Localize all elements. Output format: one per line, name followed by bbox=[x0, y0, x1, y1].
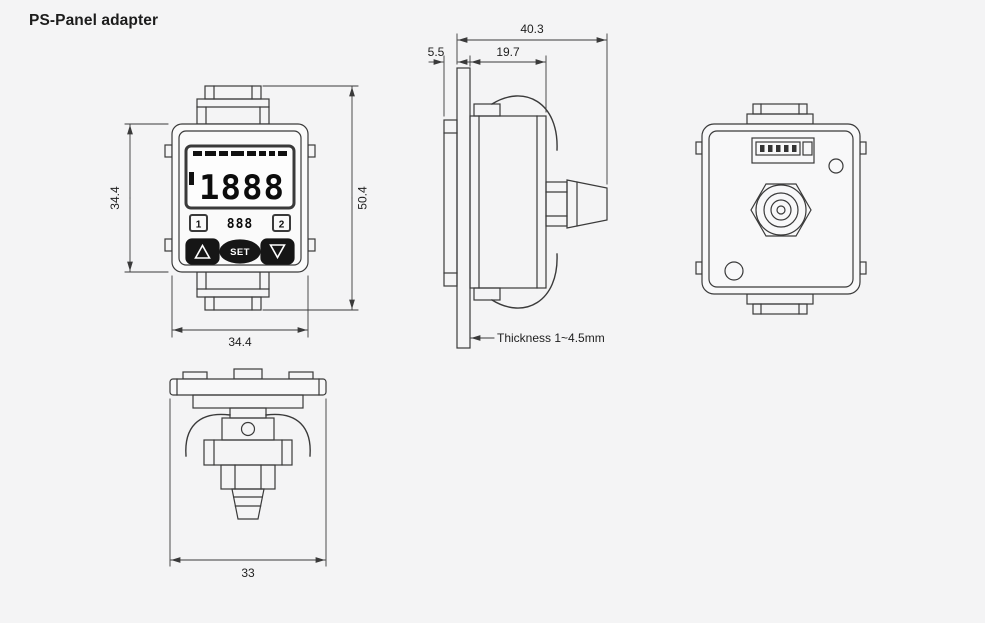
dim-rear-depth: 19.7 bbox=[496, 45, 520, 59]
clamp-screw bbox=[240, 421, 256, 437]
rear-pressure-port bbox=[750, 183, 812, 237]
bottom-flange bbox=[169, 378, 327, 396]
side-body-detail-lines bbox=[478, 115, 538, 289]
bottom-spring-clip bbox=[491, 253, 558, 309]
panel-plate bbox=[456, 67, 471, 349]
key-1-button[interactable] bbox=[189, 214, 208, 232]
sub-display-digits: 888 bbox=[227, 217, 253, 232]
port-stub-rings bbox=[233, 496, 263, 507]
side-dimensions: 40.3 5.5 19.7 Thickness 1~4.5mm bbox=[428, 22, 608, 345]
port-stub bbox=[231, 488, 265, 520]
display-digits: 1888 bbox=[199, 168, 285, 208]
page-title: PS-Panel adapter bbox=[29, 12, 159, 29]
bottom-dimensions: 33 bbox=[169, 398, 327, 580]
dim-overall-height: 50.4 bbox=[356, 186, 370, 210]
thickness-note: Thickness 1~4.5mm bbox=[497, 331, 605, 345]
front-body-inner-outline bbox=[178, 130, 302, 266]
dim-bottom-width: 33 bbox=[241, 566, 255, 580]
bottom-view: 33 bbox=[169, 368, 327, 580]
clamp-body bbox=[221, 417, 275, 441]
knob-side bbox=[566, 179, 608, 229]
bottom-lower-body bbox=[203, 439, 293, 466]
left-spring-wire bbox=[185, 413, 231, 457]
clamp-ridge bbox=[229, 407, 267, 419]
dim-body-height: 34.4 bbox=[108, 186, 122, 210]
side-body bbox=[469, 115, 547, 289]
down-arrow-icon bbox=[269, 244, 286, 260]
rear-body-inner-outline bbox=[708, 130, 854, 288]
side-bottom-lug bbox=[473, 287, 501, 301]
rear-hole-bottom-left bbox=[724, 261, 744, 281]
key-1-label: 1 bbox=[196, 220, 202, 231]
dim-overall-depth: 40.3 bbox=[520, 22, 544, 36]
connector-pins bbox=[760, 145, 797, 152]
bottom-collar bbox=[192, 394, 304, 409]
up-button[interactable] bbox=[185, 238, 220, 265]
front-bezel-side bbox=[443, 119, 458, 287]
side-top-lug bbox=[473, 103, 501, 117]
hex-nut-facet-lines bbox=[234, 464, 262, 490]
bottom-flange-tabs bbox=[182, 368, 314, 380]
flange-end-lines bbox=[176, 378, 320, 396]
rear-bottom-mount-tab bbox=[746, 293, 814, 315]
front-sub-row: 1 888 2 bbox=[189, 214, 291, 232]
bezel-detail-lines bbox=[443, 132, 458, 274]
hex-base-facet-lines bbox=[545, 191, 568, 217]
rear-body-outline bbox=[701, 123, 861, 295]
down-button[interactable] bbox=[260, 238, 295, 265]
front-buttons: SET bbox=[185, 238, 295, 265]
rear-view bbox=[695, 103, 867, 315]
front-display: 1888 bbox=[184, 144, 296, 210]
dim-body-width: 34.4 bbox=[228, 335, 252, 349]
port-hex-nut bbox=[750, 183, 812, 237]
front-view: 1888 1 888 2 SET bbox=[108, 85, 370, 349]
top-spring-clip bbox=[491, 95, 558, 151]
rear-connector bbox=[751, 137, 815, 164]
lower-body-detail-lines bbox=[213, 439, 283, 466]
front-top-mount-tab bbox=[196, 85, 270, 125]
side-view: 40.3 5.5 19.7 Thickness 1~4.5mm bbox=[428, 22, 608, 349]
display-unit-indicators bbox=[193, 151, 287, 156]
front-bottom-mount-tab bbox=[196, 271, 270, 311]
rear-top-mount-tab bbox=[746, 103, 814, 125]
set-button[interactable] bbox=[219, 239, 261, 264]
display-bezel bbox=[184, 144, 296, 210]
front-dimensions: 34.4 50.4 34.4 bbox=[108, 85, 370, 349]
display-status-icon bbox=[189, 172, 194, 185]
key-2-label: 2 bbox=[279, 220, 285, 231]
set-button-label: SET bbox=[230, 247, 250, 258]
hex-base-side bbox=[545, 181, 568, 227]
right-spring-wire bbox=[265, 413, 311, 457]
hex-nut-bottom bbox=[220, 464, 276, 490]
dim-front-depth: 5.5 bbox=[428, 45, 445, 59]
key-2-button[interactable] bbox=[272, 214, 291, 232]
rear-hole-top-right bbox=[828, 158, 844, 174]
up-arrow-icon bbox=[194, 243, 211, 259]
